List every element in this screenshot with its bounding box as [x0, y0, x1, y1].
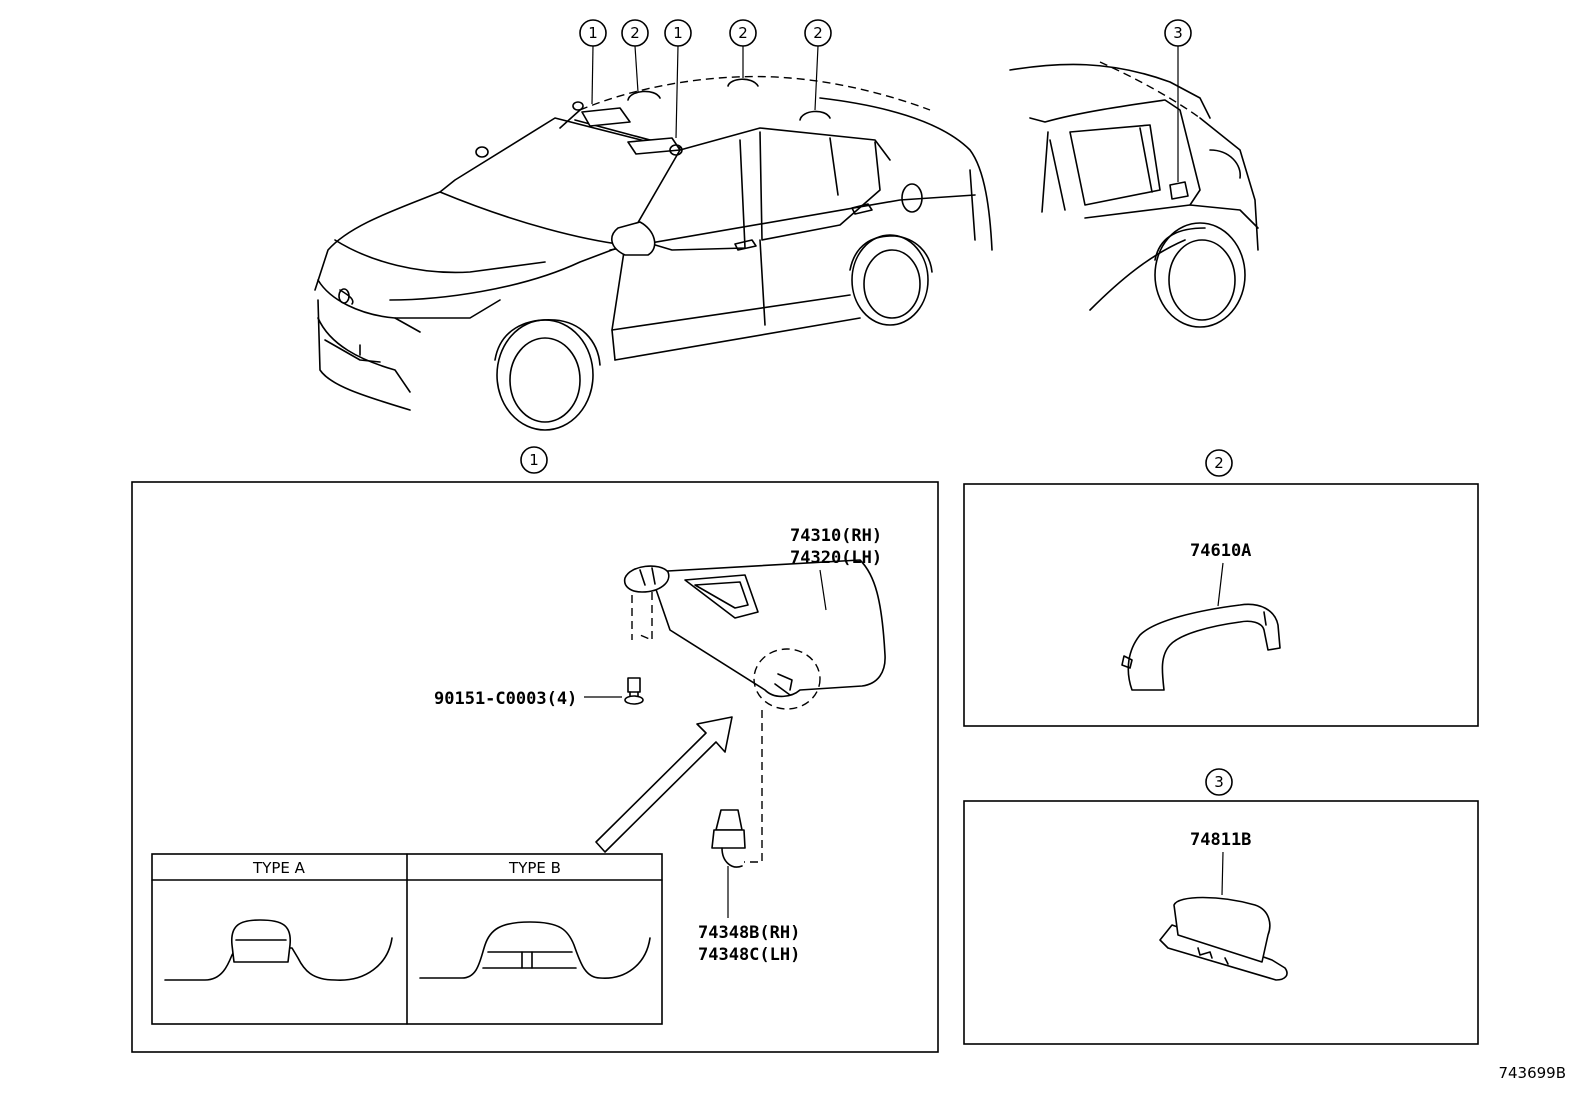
- section-1-callout: 1: [529, 451, 539, 469]
- top-callouts: 1 2 1 2 2 3: [579, 19, 1192, 182]
- section-3-coat-hook: 3 74811B: [963, 768, 1479, 1045]
- coat-hook-part-number: 74811B: [1190, 830, 1251, 850]
- visor-part-number-lh: 74320(LH): [790, 548, 882, 568]
- section-1-sun-visor: 1 90151-C0003(4) 74310(RH) 74320(LH): [131, 446, 939, 1053]
- assist-grip-part-number: 74610A: [1190, 541, 1251, 561]
- type-b-illustration: [419, 921, 651, 979]
- callout-2: 2: [738, 24, 748, 42]
- rear-interior-illustration: [1009, 61, 1259, 328]
- type-a-illustration: [164, 919, 393, 981]
- section-2-assist-grip: 2 74610A: [963, 449, 1479, 727]
- sedan-illustration: [314, 75, 993, 431]
- callout-1: 1: [588, 24, 598, 42]
- callout-1: 1: [673, 24, 683, 42]
- holder-part-number-rh: 74348B(RH): [698, 923, 800, 943]
- section-2-callout: 2: [1214, 454, 1224, 472]
- visor-part-number-rh: 74310(RH): [790, 526, 882, 546]
- screw-part-number: 90151-C0003(4): [434, 689, 577, 709]
- type-a-header: TYPE A: [252, 859, 306, 877]
- holder-part-number-lh: 74348C(LH): [698, 945, 800, 965]
- callout-2: 2: [813, 24, 823, 42]
- callout-2: 2: [630, 24, 640, 42]
- callout-3: 3: [1173, 24, 1183, 42]
- section-3-frame: [963, 800, 1479, 1045]
- section-3-callout: 3: [1214, 773, 1224, 791]
- diagram-id: 743699B: [1498, 1064, 1566, 1082]
- section-2-frame: [963, 483, 1479, 727]
- section-1-frame: [131, 481, 939, 1053]
- type-b-header: TYPE B: [508, 859, 561, 877]
